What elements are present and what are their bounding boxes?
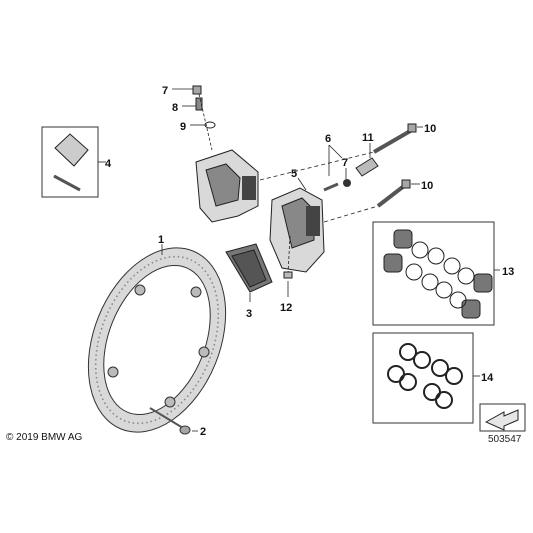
callout-5: 5 [291,168,297,180]
brake-calliper-left[interactable] [195,149,259,223]
frame-part-13 [372,221,495,326]
callout-13: 13 [502,266,514,278]
callout-11: 11 [362,132,374,144]
copyright-notice: © 2019 BMW AG [6,432,83,443]
mounting-bolt-lower[interactable] [376,179,411,208]
frame-part-14 [372,332,474,424]
callout-14: 14 [481,372,494,384]
guide-pin[interactable] [283,235,293,279]
callout-7-right: 7 [342,157,348,169]
callout-9: 9 [180,121,186,133]
mounting-bolt-upper[interactable] [372,123,417,154]
brake-calliper-right[interactable] [269,187,325,273]
callout-2: 2 [200,426,206,438]
retaining-clip[interactable] [355,157,379,177]
callout-10-lower: 10 [421,180,433,192]
disc-bolt[interactable] [149,407,191,435]
bleed-valve[interactable] [323,179,351,192]
callout-3: 3 [246,308,252,320]
callout-1: 1 [158,234,164,246]
callout-8: 8 [172,102,178,114]
callout-4: 4 [105,158,112,170]
brake-pads[interactable] [225,243,273,293]
direction-arrow-icon [479,403,526,432]
image-number: 503547 [488,434,522,445]
callout-10-upper: 10 [424,123,436,135]
brake-disc[interactable] [63,227,252,452]
callout-6: 6 [325,133,331,145]
callout-7-top: 7 [162,85,168,97]
pad-spring-kit[interactable] [53,133,89,192]
piston-kit[interactable] [383,229,493,319]
bleed-screw-assembly[interactable] [192,85,216,151]
callout-12: 12 [280,302,292,314]
seal-kit[interactable] [387,343,463,409]
